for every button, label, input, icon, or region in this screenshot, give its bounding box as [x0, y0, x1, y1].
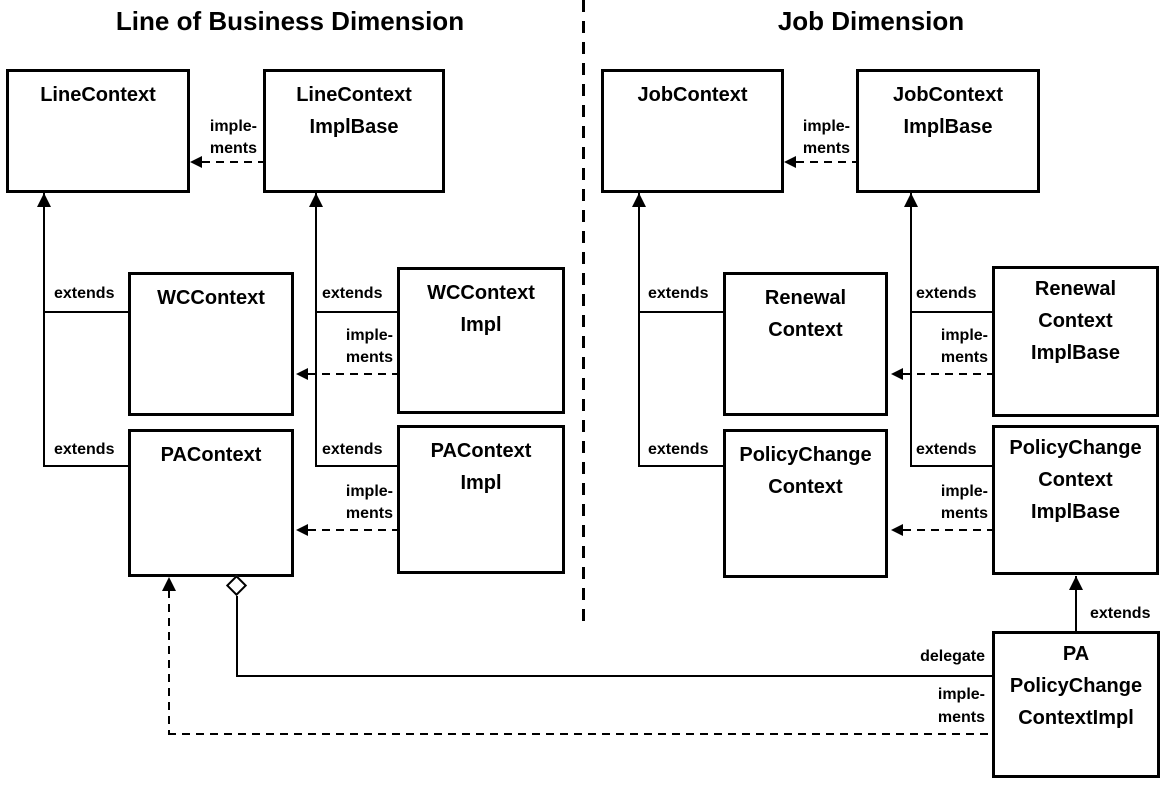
class-label: LineContext [296, 84, 412, 106]
class-box-policychangecontext: PolicyChange Context [723, 429, 888, 578]
extends-label-policychangecontextimplbase: extends [916, 441, 977, 458]
class-label: JobContext [637, 84, 748, 106]
extends-line-policychangecontextimplbase [912, 465, 992, 467]
implements-dash-bottom-vertical [168, 590, 170, 733]
extends-label-wccontext: extends [54, 285, 115, 302]
implements-arrowhead-wccontext [296, 368, 308, 380]
implements-arrowhead-renewalcontext [891, 368, 903, 380]
class-label: Context [768, 319, 843, 341]
extends-arrowhead-linecontextimplbase [309, 193, 323, 207]
class-label: PAContext [160, 444, 262, 466]
class-label: PolicyChange [739, 444, 872, 466]
class-label: PAContext [430, 440, 532, 462]
implements-dash-wccontext [308, 373, 397, 375]
implements-arrowhead-pacontext [296, 524, 308, 536]
extends-arrowhead-jobcontext [632, 193, 646, 207]
extends-label-renewalcontextimplbase: extends [916, 285, 977, 302]
class-label: WCContext [427, 282, 535, 304]
extends-line-renewalcontext [640, 311, 723, 313]
implements-label-bottom: imple- ments [937, 686, 985, 726]
extends-line-wccontextimpl [317, 311, 397, 313]
class-box-jobcontext: JobContext [601, 69, 784, 193]
implements-arrowhead-jobcontext [784, 156, 796, 168]
implements-arrowhead-bottom [162, 577, 176, 591]
class-label: Impl [460, 314, 502, 336]
left-section-title: Line of Business Dimension [115, 6, 465, 36]
class-label: Renewal [764, 287, 847, 309]
extends-line-renewalcontextimplbase [912, 311, 992, 313]
class-box-pacontext: PAContext [128, 429, 294, 577]
extends-line-papolicychange-vertical [1075, 576, 1077, 631]
delegate-line-vertical [236, 596, 238, 677]
class-box-renewalcontext: Renewal Context [723, 272, 888, 416]
implements-dash-policychangecontext [903, 529, 992, 531]
class-label: ImplBase [903, 116, 993, 138]
implements-dash-bottom-horizontal [168, 733, 992, 735]
delegate-label: delegate [920, 648, 985, 665]
extends-arrowhead-jobcontextimplbase [904, 193, 918, 207]
extends-line-jobcontextimplbase-vertical [910, 193, 912, 467]
class-label: PolicyChange [1009, 437, 1142, 459]
implements-label-wccontext: imple- ments [345, 327, 393, 366]
implements-label-jobcontext: imple- ments [802, 118, 850, 157]
class-box-jobcontextimplbase: JobContext ImplBase [856, 69, 1040, 193]
class-box-papolicychangecontextimpl: PA PolicyChange ContextImpl [992, 631, 1160, 778]
class-label: Context [768, 476, 843, 498]
implements-dash-linecontext [202, 161, 263, 163]
implements-dash-jobcontext [796, 161, 856, 163]
class-label: Context [1038, 469, 1113, 491]
class-label: ImplBase [309, 116, 399, 138]
class-label: ImplBase [1031, 342, 1120, 364]
class-label: ImplBase [1031, 501, 1120, 523]
extends-label-pacontextimpl: extends [322, 441, 383, 458]
implements-label-policychangecontext: imple- ments [940, 483, 988, 522]
right-section-title: Job Dimension [777, 6, 965, 36]
class-label: Renewal [1034, 278, 1117, 300]
implements-dash-renewalcontext [903, 373, 992, 375]
extends-line-wccontext [45, 311, 128, 313]
implements-arrowhead-linecontext [190, 156, 202, 168]
extends-label-wccontextimpl: extends [322, 285, 383, 302]
class-box-policychangecontextimplbase: PolicyChange Context ImplBase [992, 425, 1159, 575]
implements-label-renewalcontext: imple- ments [940, 327, 988, 366]
class-box-wccontextimpl: WCContext Impl [397, 267, 565, 414]
class-label: LineContext [40, 84, 156, 106]
section-divider [582, 0, 585, 628]
extends-label-pacontext: extends [54, 441, 115, 458]
delegate-line-horizontal [236, 675, 992, 677]
extends-line-linecontextimplbase-vertical [315, 193, 317, 467]
extends-line-jobcontext-vertical [638, 193, 640, 467]
class-box-renewalcontextimplbase: Renewal Context ImplBase [992, 266, 1159, 417]
class-box-linecontextimplbase: LineContext ImplBase [263, 69, 445, 193]
extends-arrowhead-linecontext [37, 193, 51, 207]
extends-line-linecontext-vertical [43, 193, 45, 467]
extends-arrowhead-papolicychange [1069, 576, 1083, 590]
class-label: PolicyChange [1009, 675, 1143, 697]
class-label: ContextImpl [1018, 707, 1134, 729]
class-box-linecontext: LineContext [6, 69, 190, 193]
class-box-wccontext: WCContext [128, 272, 294, 416]
extends-label-papolicychange: extends [1090, 605, 1151, 622]
class-box-pacontextimpl: PAContext Impl [397, 425, 565, 574]
class-label: Context [1038, 310, 1113, 332]
implements-arrowhead-policychangecontext [891, 524, 903, 536]
implements-dash-pacontext [308, 529, 397, 531]
extends-line-policychangecontext [640, 465, 723, 467]
extends-label-policychangecontext: extends [648, 441, 709, 458]
class-label: JobContext [893, 84, 1003, 106]
delegate-diamond [225, 574, 248, 597]
class-label: Impl [460, 472, 502, 494]
extends-line-pacontextimpl [317, 465, 397, 467]
extends-line-pacontext [45, 465, 128, 467]
extends-label-renewalcontext: extends [648, 285, 709, 302]
implements-label-linecontext: imple- ments [209, 118, 257, 157]
class-label: PA [1062, 643, 1090, 665]
implements-label-pacontext: imple- ments [345, 483, 393, 522]
class-label: WCContext [157, 287, 265, 309]
